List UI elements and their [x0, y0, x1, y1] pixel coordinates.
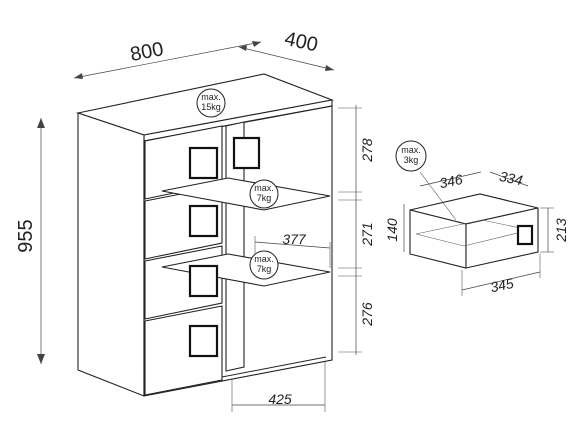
door-edge — [243, 105, 333, 123]
shelf-lower — [161, 253, 331, 287]
badge-drawer-line2: 3kg — [404, 155, 419, 165]
badge-shelf-lower-line2: 7kg — [257, 264, 272, 274]
label-drawer-inner-depth: 334 — [498, 168, 524, 189]
badge-shelf-upper-line2: 7kg — [257, 193, 272, 203]
badge-top-line2: 15kg — [201, 102, 221, 112]
handle-drawer-4 — [188, 324, 219, 358]
label-compartment-mid: 271 — [359, 222, 375, 246]
label-depth: 400 — [283, 28, 320, 56]
drawer-detail-handle — [516, 224, 534, 246]
label-height: 955 — [15, 219, 37, 252]
badge-shelf-lower: max. 7kg — [249, 250, 279, 280]
badge-top-line1: max. — [201, 92, 221, 102]
handle-door — [232, 136, 261, 170]
label-drawer-inner-width: 346 — [438, 171, 464, 192]
handle-drawer-2 — [188, 204, 219, 238]
shelf-upper — [161, 177, 331, 211]
label-compartment-bottom: 276 — [359, 302, 375, 327]
drawer-detail-front — [465, 207, 539, 269]
badge-top: max. 15kg — [196, 88, 226, 118]
label-compartment-top: 278 — [359, 138, 375, 163]
badge-shelf-lower-line1: max. — [254, 254, 274, 264]
label-drawer-bottom-width: 345 — [489, 275, 515, 296]
badge-drawer-line1: max. — [401, 145, 421, 155]
label-drawer-height: 140 — [384, 218, 400, 242]
label-shelf-depth: 377 — [282, 231, 307, 247]
cabinet — [75, 73, 335, 397]
handle-drawer-1 — [188, 146, 219, 180]
cabinet-dimensions — [37, 41, 362, 412]
badge-drawer: max. 3kg — [395, 140, 427, 172]
badge-shelf-upper: max. 7kg — [249, 179, 279, 209]
cabinet-left-side — [77, 112, 145, 397]
label-drawer-front-height: 213 — [553, 218, 569, 243]
badge-shelf-upper-line1: max. — [254, 183, 274, 193]
drawer-detail — [403, 171, 554, 296]
handle-drawer-3 — [188, 264, 219, 298]
label-base-depth: 425 — [268, 391, 292, 407]
label-width: 800 — [128, 38, 165, 66]
